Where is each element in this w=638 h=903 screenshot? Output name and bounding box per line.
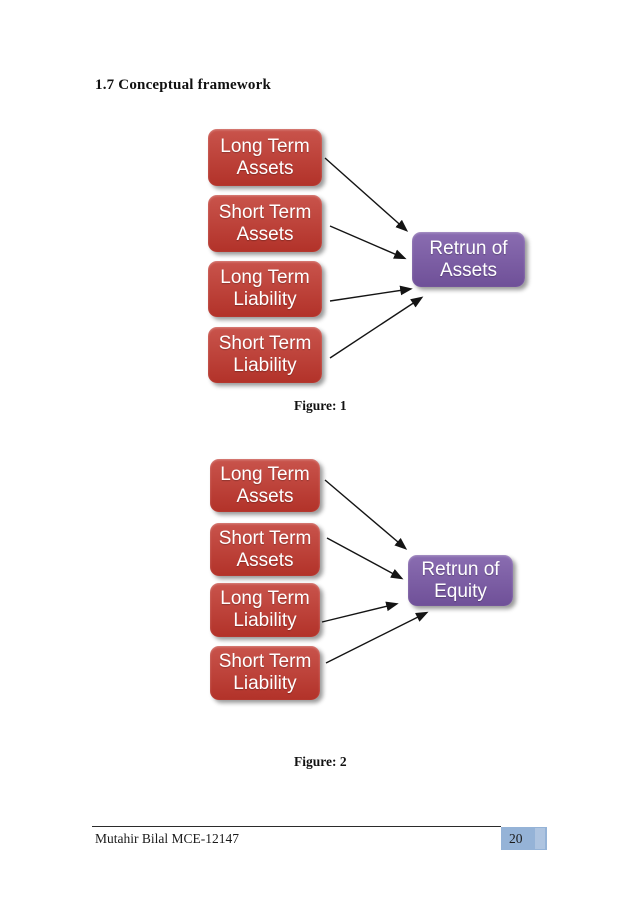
page-number-tab-highlight: [535, 828, 545, 849]
fig1-box-long-term-assets: Long Term Assets: [208, 129, 322, 186]
page-number: 20: [509, 831, 523, 846]
fig2-box-short-term-liability: Short Term Liability: [210, 646, 320, 700]
section-heading: 1.7 Conceptual framework: [95, 77, 272, 93]
fig2-box-long-term-liability: Long Term Liability: [210, 583, 320, 637]
fig2-arrow-sta: [326, 537, 404, 580]
footer-divider: [92, 826, 501, 827]
fig2-arrow-ltl: [321, 601, 399, 623]
fig2-arrow-lta: [324, 479, 408, 550]
fig1-caption: Figure: 1: [294, 398, 347, 413]
fig1-box-short-term-liability: Short Term Liability: [208, 327, 322, 383]
fig1-box-short-term-assets: Short Term Assets: [208, 195, 322, 252]
fig1-arrow-sta: [329, 225, 407, 260]
fig2-caption: Figure: 2: [294, 754, 347, 769]
fig2-box-short-term-assets: Short Term Assets: [210, 523, 320, 576]
fig1-arrow-ltl: [329, 285, 413, 302]
fig1-arrow-lta: [324, 157, 409, 232]
fig2-box-long-term-assets: Long Term Assets: [210, 459, 320, 512]
fig1-box-return-of-assets: Retrun of Assets: [412, 232, 525, 287]
footer-author: Mutahir Bilal MCE-12147: [95, 831, 239, 846]
fig1-box-long-term-liability: Long Term Liability: [208, 261, 322, 317]
fig2-box-return-of-equity: Retrun of Equity: [408, 555, 513, 606]
page-number-tab: 20: [501, 827, 547, 850]
fig2-arrow-stl: [325, 611, 429, 664]
fig1-arrow-stl: [329, 296, 424, 359]
